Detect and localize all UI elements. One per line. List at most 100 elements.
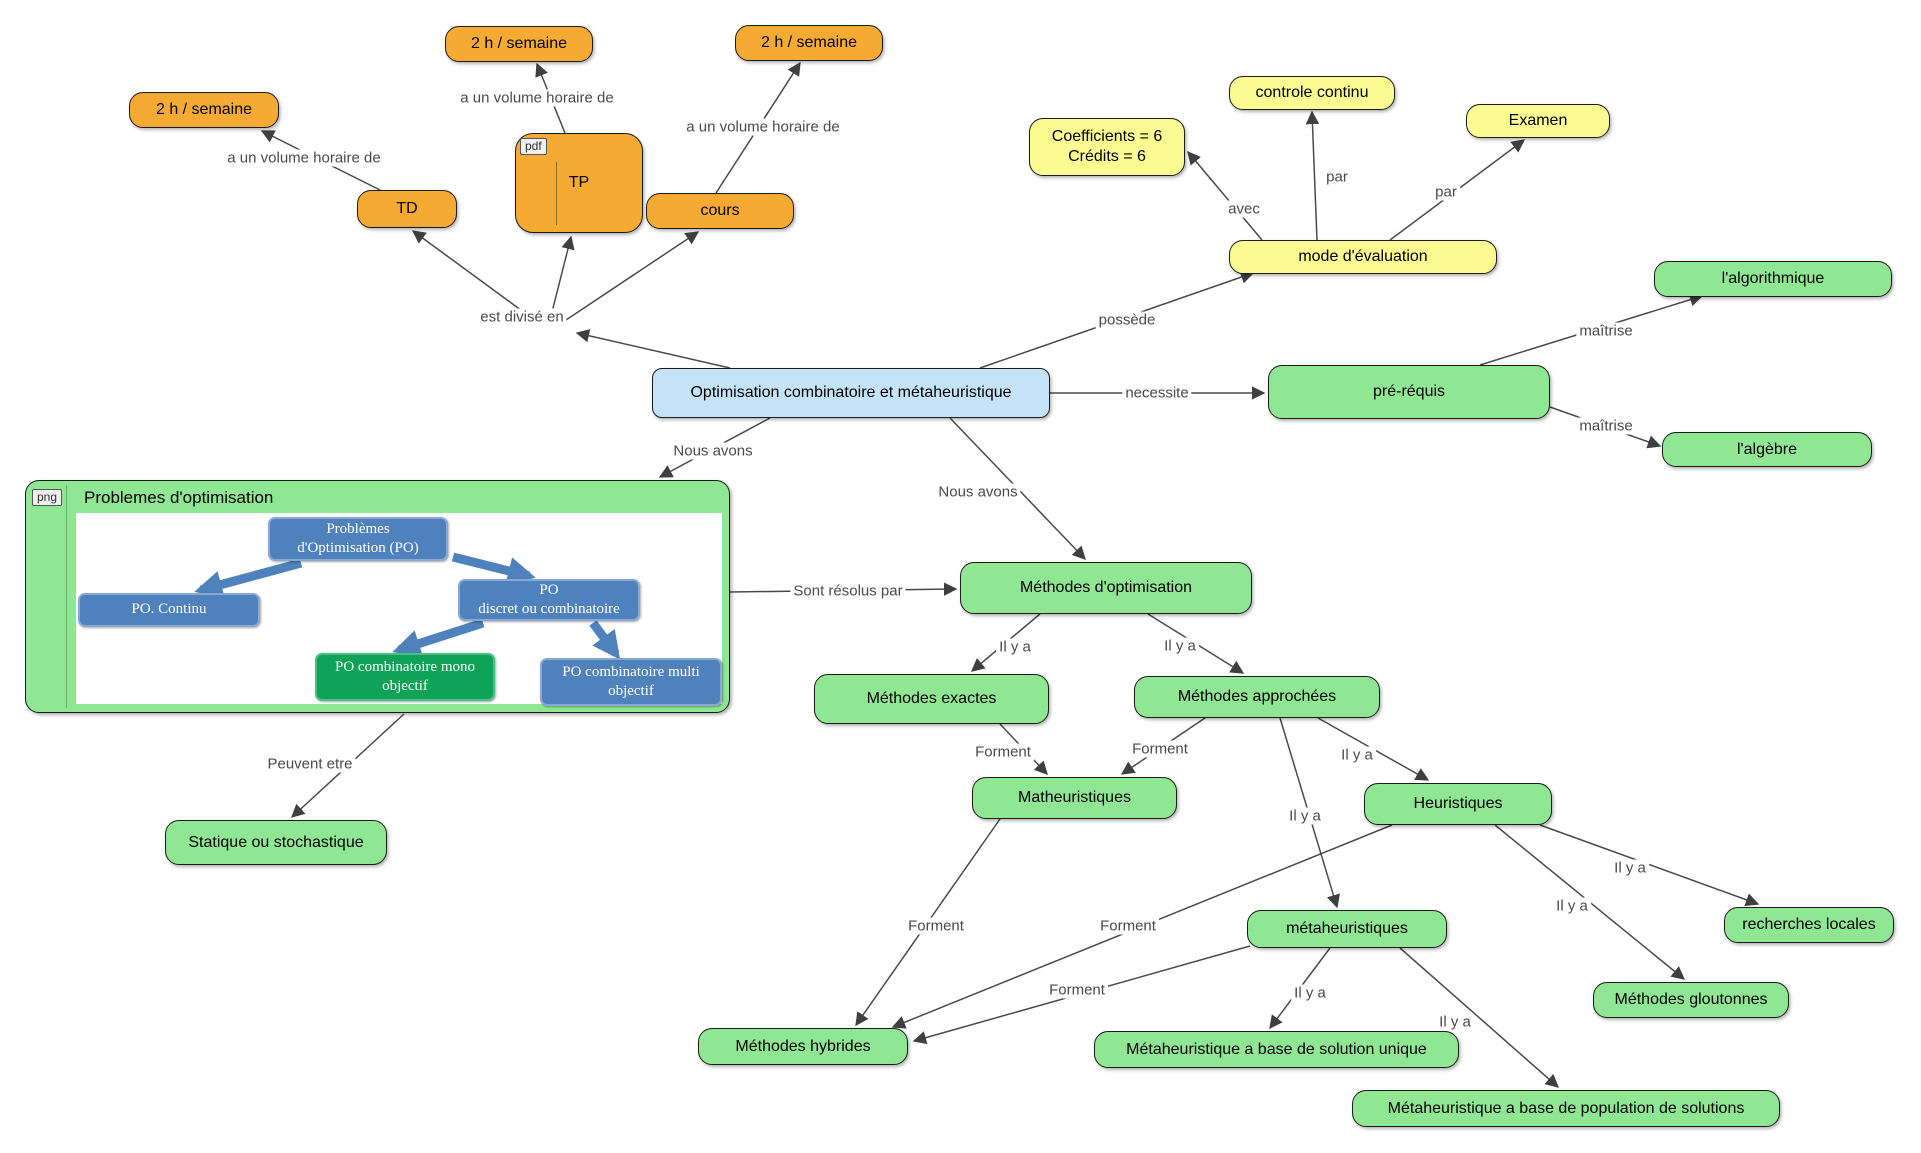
- node-label: TD: [396, 200, 418, 217]
- linking-phrase[interactable]: Forment: [1097, 917, 1159, 935]
- linking-phrase[interactable]: Peuvent etre: [264, 755, 356, 773]
- linking-phrase[interactable]: a un volume horaire de: [224, 149, 384, 167]
- node-meta-population[interactable]: Métaheuristique a base de population de …: [1352, 1090, 1780, 1127]
- edge-line: [559, 231, 700, 325]
- node-td[interactable]: TD: [357, 190, 457, 228]
- node-statique-stochastique[interactable]: Statique ou stochastique: [165, 820, 387, 865]
- node-label: pré-réquis: [1372, 383, 1446, 400]
- edge-line: [1187, 150, 1263, 241]
- node-label: métaheuristiques: [1286, 920, 1408, 937]
- linking-phrase[interactable]: a un volume horaire de: [683, 118, 843, 136]
- node-label: Matheuristiques: [1018, 789, 1131, 806]
- embed-strip-divider: [66, 485, 67, 708]
- node-label: 2 h / semaine: [155, 101, 253, 118]
- embed-title: Problemes d'optimisation: [84, 488, 274, 507]
- linking-phrase[interactable]: Sont résolus par: [790, 582, 906, 600]
- node-semaine-tp[interactable]: 2 h / semaine: [445, 26, 593, 62]
- node-label: Heuristiques: [1413, 795, 1503, 812]
- linking-phrase[interactable]: Il y a: [1436, 1013, 1474, 1031]
- node-heuristiques[interactable]: Heuristiques: [1364, 783, 1552, 825]
- embed-node-label: PO: [539, 581, 559, 598]
- node-semaine-cours[interactable]: 2 h / semaine: [735, 25, 883, 61]
- node-methodes-approchees[interactable]: Méthodes approchées: [1134, 676, 1380, 718]
- edge-line: [1399, 947, 1560, 1088]
- node-matheuristiques[interactable]: Matheuristiques: [972, 777, 1177, 819]
- linking-phrase[interactable]: Nous avons: [935, 483, 1021, 501]
- node-label: Métaheuristique a base de solution uniqu…: [1126, 1040, 1427, 1058]
- linking-phrase[interactable]: Forment: [1046, 981, 1108, 999]
- node-label: recherches locales: [1742, 916, 1876, 933]
- node-meta-solution-unique[interactable]: Métaheuristique a base de solution uniqu…: [1094, 1031, 1459, 1068]
- linking-phrase[interactable]: necessite: [1122, 384, 1192, 402]
- node-algorithmique[interactable]: l'algorithmique: [1654, 261, 1892, 297]
- node-methodes-exactes[interactable]: Méthodes exactes: [814, 674, 1049, 724]
- edge-line: [575, 329, 731, 369]
- node-controle-continu[interactable]: controle continu: [1229, 76, 1395, 110]
- edge-line: [1305, 110, 1320, 241]
- node-algebre[interactable]: l'algèbre: [1662, 432, 1872, 467]
- embed-node-label: PO combinatoire multi: [562, 663, 700, 680]
- linking-phrase[interactable]: par: [1432, 183, 1460, 201]
- node-pre-requis[interactable]: pré-réquis: [1268, 365, 1550, 419]
- embed-node-label: objectif: [608, 683, 654, 699]
- linking-phrase[interactable]: Il y a: [996, 638, 1034, 656]
- node-cours[interactable]: cours: [646, 193, 794, 229]
- embed-node-po-discret: PO discret ou combinatoire: [458, 579, 640, 621]
- edge-line: [549, 235, 575, 321]
- node-label: Méthodes approchées: [1177, 688, 1337, 705]
- linking-phrase[interactable]: Forment: [905, 917, 967, 935]
- node-label: controle continu: [1255, 84, 1369, 101]
- node-label: Méthodes hybrides: [735, 1037, 871, 1055]
- node-methodes-gloutonnes[interactable]: Méthodes gloutonnes: [1593, 982, 1789, 1018]
- linking-phrase[interactable]: maîtrise: [1576, 322, 1636, 340]
- linking-phrase[interactable]: Nous avons: [670, 442, 756, 460]
- embed-node-po-continu: PO. Continu: [78, 593, 260, 627]
- node-label: l'algorithmique: [1721, 270, 1825, 287]
- node-metaheuristiques[interactable]: métaheuristiques: [1247, 910, 1447, 948]
- node-label: l'algèbre: [1737, 440, 1797, 458]
- node-semaine-td[interactable]: 2 h / semaine: [129, 92, 279, 128]
- node-module-principal[interactable]: Optimisation combinatoire et métaheurist…: [652, 368, 1050, 418]
- linking-phrase[interactable]: Forment: [972, 743, 1034, 761]
- linking-phrase[interactable]: Il y a: [1286, 807, 1324, 825]
- linking-phrase[interactable]: possède: [1095, 311, 1159, 329]
- node-label: Méthodes gloutonnes: [1614, 991, 1768, 1008]
- node-label: mode d'évaluation: [1298, 248, 1428, 265]
- linking-phrase[interactable]: est divisé en: [477, 308, 567, 326]
- linking-phrase[interactable]: a un volume horaire de: [457, 89, 617, 107]
- node-label: Crédits = 6: [1068, 148, 1146, 165]
- node-methodes-optimisation[interactable]: Méthodes d'optimisation: [960, 562, 1252, 614]
- embed-node-label: discret ou combinatoire: [478, 601, 620, 617]
- pdf-badge[interactable]: pdf: [520, 138, 547, 155]
- embed-node-label: PO. Continu: [131, 601, 207, 618]
- linking-phrase[interactable]: maîtrise: [1576, 417, 1636, 435]
- linking-phrase[interactable]: Forment: [1129, 740, 1191, 758]
- node-label: Méthodes exactes: [866, 690, 997, 707]
- node-label: Examen: [1508, 112, 1568, 129]
- node-label: Statique ou stochastique: [188, 833, 364, 851]
- linking-phrase[interactable]: par: [1323, 168, 1351, 186]
- linking-phrase[interactable]: Il y a: [1611, 859, 1649, 877]
- linking-phrase[interactable]: Il y a: [1291, 984, 1329, 1002]
- node-label: Optimisation combinatoire et métaheurist…: [690, 384, 1012, 401]
- embedded-arrow: [589, 620, 621, 660]
- linking-phrase[interactable]: Il y a: [1161, 637, 1199, 655]
- linking-phrase[interactable]: avec: [1225, 200, 1263, 218]
- node-label: cours: [700, 202, 740, 219]
- linking-phrase[interactable]: Il y a: [1553, 897, 1591, 915]
- node-recherches-locales[interactable]: recherches locales: [1724, 907, 1894, 943]
- node-examen[interactable]: Examen: [1466, 104, 1610, 138]
- node-methodes-hybrides[interactable]: Méthodes hybrides: [698, 1028, 908, 1065]
- node-divider: [556, 162, 557, 225]
- embedded-arrow: [392, 618, 485, 657]
- embed-node-po-multi-objectif: PO combinatoire multi objectif: [540, 658, 722, 706]
- png-badge[interactable]: png: [32, 489, 63, 506]
- linking-phrase[interactable]: Il y a: [1338, 746, 1376, 764]
- node-mode-evaluation[interactable]: mode d'évaluation: [1229, 240, 1497, 274]
